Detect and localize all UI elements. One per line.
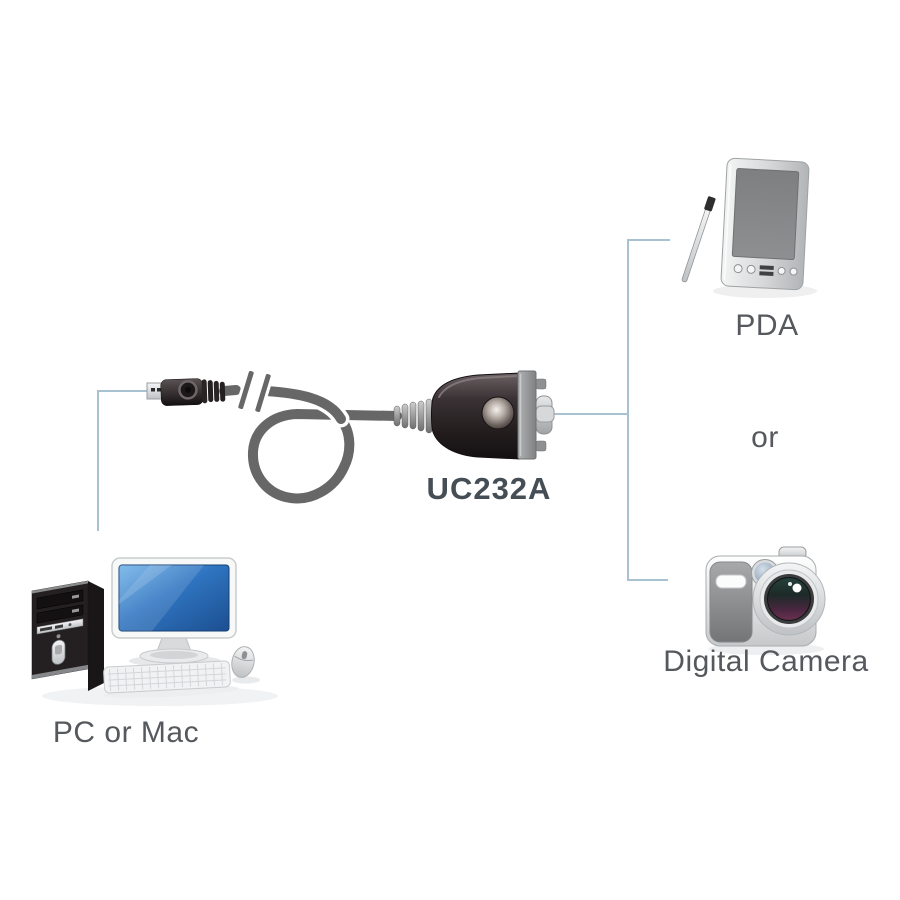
connection-lines [97, 239, 670, 581]
pc-tower-icon [31, 580, 104, 691]
line-to-pc [97, 390, 147, 531]
converter-body-icon [393, 370, 555, 460]
mouse-icon [231, 646, 260, 684]
keyboard-icon [102, 660, 239, 698]
stylus-icon [681, 196, 716, 283]
adapter-model-label: UC232A [426, 471, 552, 506]
pda-illustration [681, 157, 817, 298]
usb-serial-adapter-illustration [146, 367, 555, 504]
or-label: or [751, 421, 779, 454]
usb-plug-icon [146, 378, 226, 406]
camera-illustration [705, 546, 826, 655]
camera-lens-icon [752, 562, 826, 636]
monitor-icon [111, 557, 237, 667]
cable-break-icon [235, 367, 274, 416]
line-to-devices [627, 239, 670, 581]
pc-label: PC or Mac [52, 716, 200, 749]
digital-camera-label: Digital Camera [663, 645, 869, 678]
pc-illustration [31, 557, 278, 706]
pda-label: PDA [735, 309, 799, 342]
